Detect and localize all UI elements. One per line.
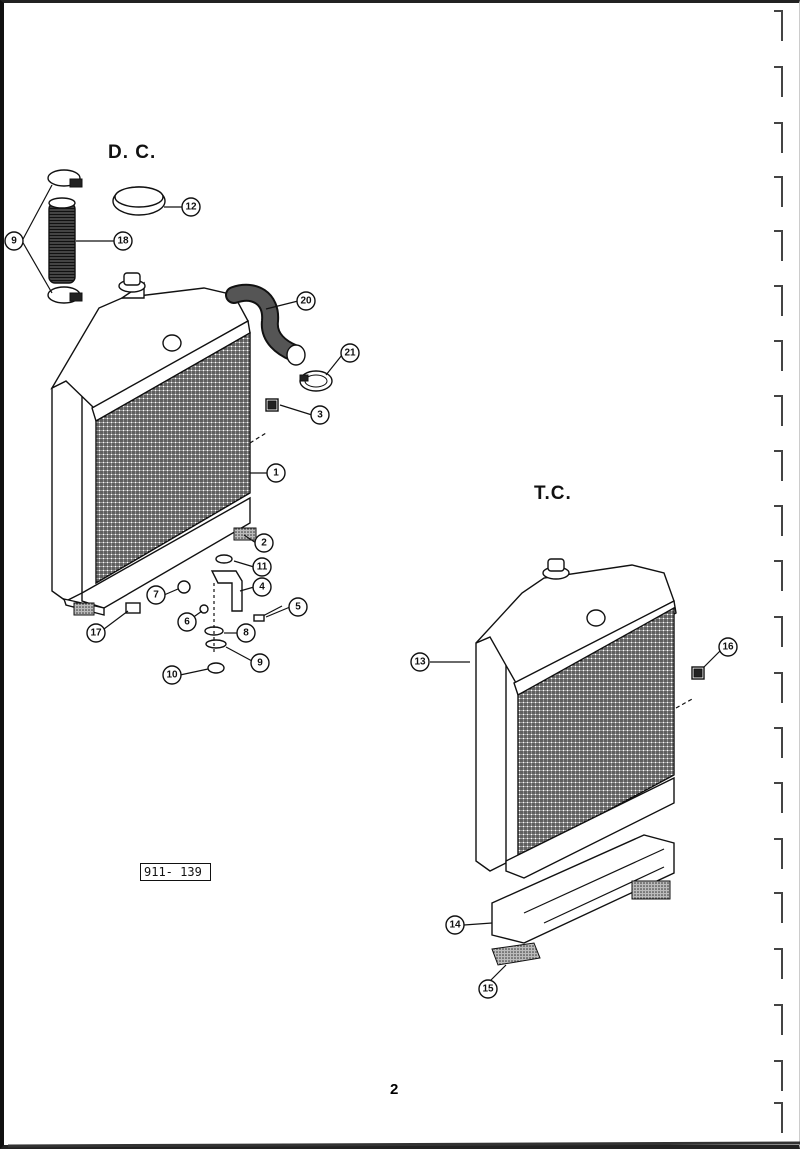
tc-section-title: T.C. (534, 483, 572, 504)
svg-text:11: 11 (257, 562, 268, 573)
callout-6: 6 (177, 612, 197, 632)
svg-text:5: 5 (295, 602, 301, 613)
exploded-parts-diagram: 1 2 3 4 5 6 7 8 9 9 10 11 12 13 14 15 16… (4, 10, 800, 1148)
binder-marks (774, 10, 783, 1133)
svg-text:9: 9 (11, 236, 17, 247)
tc-radiator (475, 558, 705, 966)
svg-text:4: 4 (259, 582, 265, 593)
hose-and-clamps (47, 169, 333, 412)
callout-3: 3 (310, 405, 330, 425)
svg-text:18: 18 (117, 236, 129, 247)
svg-text:3: 3 (317, 410, 323, 421)
svg-text:2: 2 (261, 538, 267, 549)
callout-21: 21 (340, 343, 360, 363)
callout-5: 5 (288, 597, 308, 617)
svg-text:17: 17 (90, 628, 102, 639)
callout-11: 11 (252, 557, 272, 577)
callout-13: 13 (410, 652, 430, 672)
callout-9-clamps: 9 (4, 231, 24, 251)
drawing-reference-number: 911- 139 (140, 863, 211, 881)
svg-text:6: 6 (184, 617, 190, 628)
dc-mounting-parts (125, 554, 283, 674)
callout-1: 1 (266, 463, 286, 483)
svg-text:14: 14 (449, 920, 461, 931)
callout-8: 8 (236, 623, 256, 643)
page-number: 2 (390, 1081, 399, 1098)
callout-2: 2 (254, 533, 274, 553)
callout-7: 7 (146, 585, 166, 605)
callout-10: 10 (162, 665, 182, 685)
svg-text:10: 10 (166, 670, 178, 681)
callout-18: 18 (113, 231, 133, 251)
svg-text:15: 15 (482, 984, 494, 995)
svg-text:13: 13 (414, 657, 426, 668)
callout-14: 14 (445, 915, 465, 935)
callout-16: 16 (718, 637, 738, 657)
svg-text:8: 8 (243, 628, 249, 639)
svg-text:21: 21 (344, 348, 356, 359)
svg-text:12: 12 (185, 202, 197, 213)
callout-15: 15 (478, 979, 498, 999)
dc-radiator (50, 272, 267, 616)
svg-text:1: 1 (273, 468, 279, 479)
callout-4: 4 (252, 577, 272, 597)
dc-section-title: D. C. (108, 142, 157, 163)
svg-text:7: 7 (153, 590, 159, 601)
callout-12: 12 (181, 197, 201, 217)
callout-20: 20 (296, 291, 316, 311)
callout-17: 17 (86, 623, 106, 643)
svg-text:20: 20 (300, 296, 312, 307)
svg-text:9: 9 (257, 658, 263, 669)
callout-9-nut: 9 (250, 653, 270, 673)
svg-text:16: 16 (722, 642, 734, 653)
